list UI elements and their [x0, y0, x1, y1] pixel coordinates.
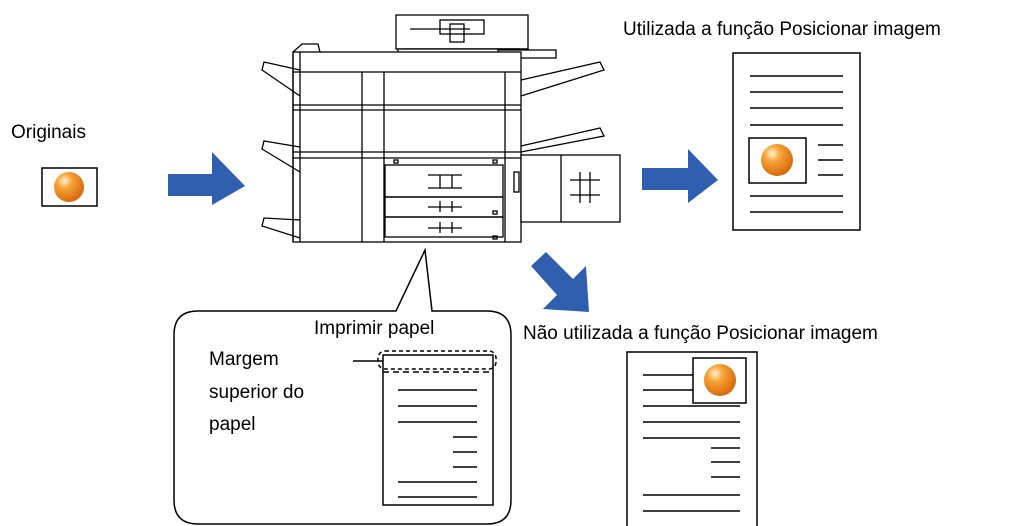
orange-ball-icon	[704, 364, 736, 396]
result-page-without-function	[626, 351, 758, 526]
printer-icon	[261, 14, 621, 243]
margin-label-line2: superior do	[209, 382, 305, 403]
arrow-to-machine	[168, 152, 245, 205]
orange-ball-icon	[761, 144, 793, 176]
without-function-label: Não utilizada a função Posicionar imagem	[523, 323, 878, 344]
top-margin-marker	[377, 350, 497, 370]
margin-label-line3: papel	[209, 414, 256, 435]
orange-ball-icon	[54, 172, 84, 202]
print-paper-label: Imprimir papel	[314, 318, 435, 339]
margin-label-line1: Margem	[209, 349, 279, 370]
arrow-to-result-without	[531, 252, 589, 312]
with-function-label: Utilizada a função Posicionar imagem	[623, 19, 941, 40]
result-page-with-function	[732, 52, 861, 231]
arrow-to-result-with	[642, 149, 718, 203]
originals-label: Originais	[11, 122, 86, 143]
print-paper-sheet	[353, 350, 497, 506]
original-document	[41, 167, 98, 207]
